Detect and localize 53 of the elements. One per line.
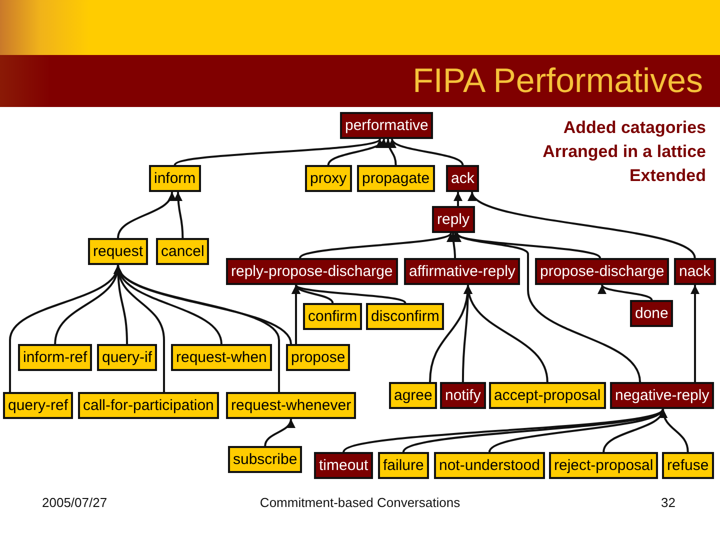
category-node: query-ref <box>3 392 74 419</box>
arrow <box>384 138 397 166</box>
category-node: performative <box>340 112 434 139</box>
category-node: notify <box>440 382 486 409</box>
category-node: not-understood <box>434 452 545 479</box>
category-node: query-if <box>97 344 158 371</box>
category-node: affirmative-reply <box>404 258 520 285</box>
arrow <box>299 232 452 259</box>
category-node: reply <box>432 206 475 233</box>
category-node: request <box>88 238 148 265</box>
arrow <box>174 138 381 166</box>
category-node: disconfirm <box>366 303 444 330</box>
arrow <box>116 264 280 392</box>
arrow <box>117 192 175 238</box>
arrow <box>464 284 548 382</box>
category-node: refuse <box>662 452 714 479</box>
category-node: proxy <box>305 165 352 192</box>
arrow <box>174 192 184 238</box>
category-node: propose-discharge <box>535 258 670 285</box>
category-node: timeout <box>314 452 374 479</box>
note-text: Added catagories <box>563 117 706 139</box>
arrow <box>116 264 292 344</box>
category-node: inform <box>149 165 201 192</box>
category-node: propagate <box>357 165 435 192</box>
category-node: failure <box>378 452 429 479</box>
category-node: done <box>630 300 674 327</box>
category-node: inform-ref <box>18 344 92 371</box>
category-node: ack <box>446 165 480 192</box>
category-node: accept-proposal <box>489 382 606 409</box>
category-node: nack <box>674 258 716 285</box>
arrow <box>690 285 700 382</box>
category-node: reply-propose-discharge <box>226 258 398 285</box>
page-number: 32 <box>661 494 676 512</box>
arrow <box>264 418 294 446</box>
category-node: call-for-participation <box>78 392 219 419</box>
note-text: Extended <box>629 165 706 187</box>
category-node: request-whenever <box>226 392 356 419</box>
category-node: reject-proposal <box>549 452 658 479</box>
footer-text: Commitment-based Conversations <box>260 494 460 512</box>
category-node: cancel <box>156 238 210 265</box>
arrow <box>327 138 386 166</box>
date-text: 2005/07/27 <box>42 494 108 512</box>
note-text: Arranged in a lattice <box>542 141 706 163</box>
arrow <box>454 192 462 206</box>
category-node: request-when <box>171 344 272 371</box>
category-node: propose <box>286 344 350 371</box>
category-node: subscribe <box>228 446 302 473</box>
category-node: agree <box>389 382 438 409</box>
category-node: confirm <box>303 303 362 330</box>
arrow <box>292 285 300 344</box>
category-node: negative-reply <box>610 382 714 409</box>
arrow <box>659 408 689 452</box>
slide-title: FIPA Performatives <box>412 62 703 100</box>
